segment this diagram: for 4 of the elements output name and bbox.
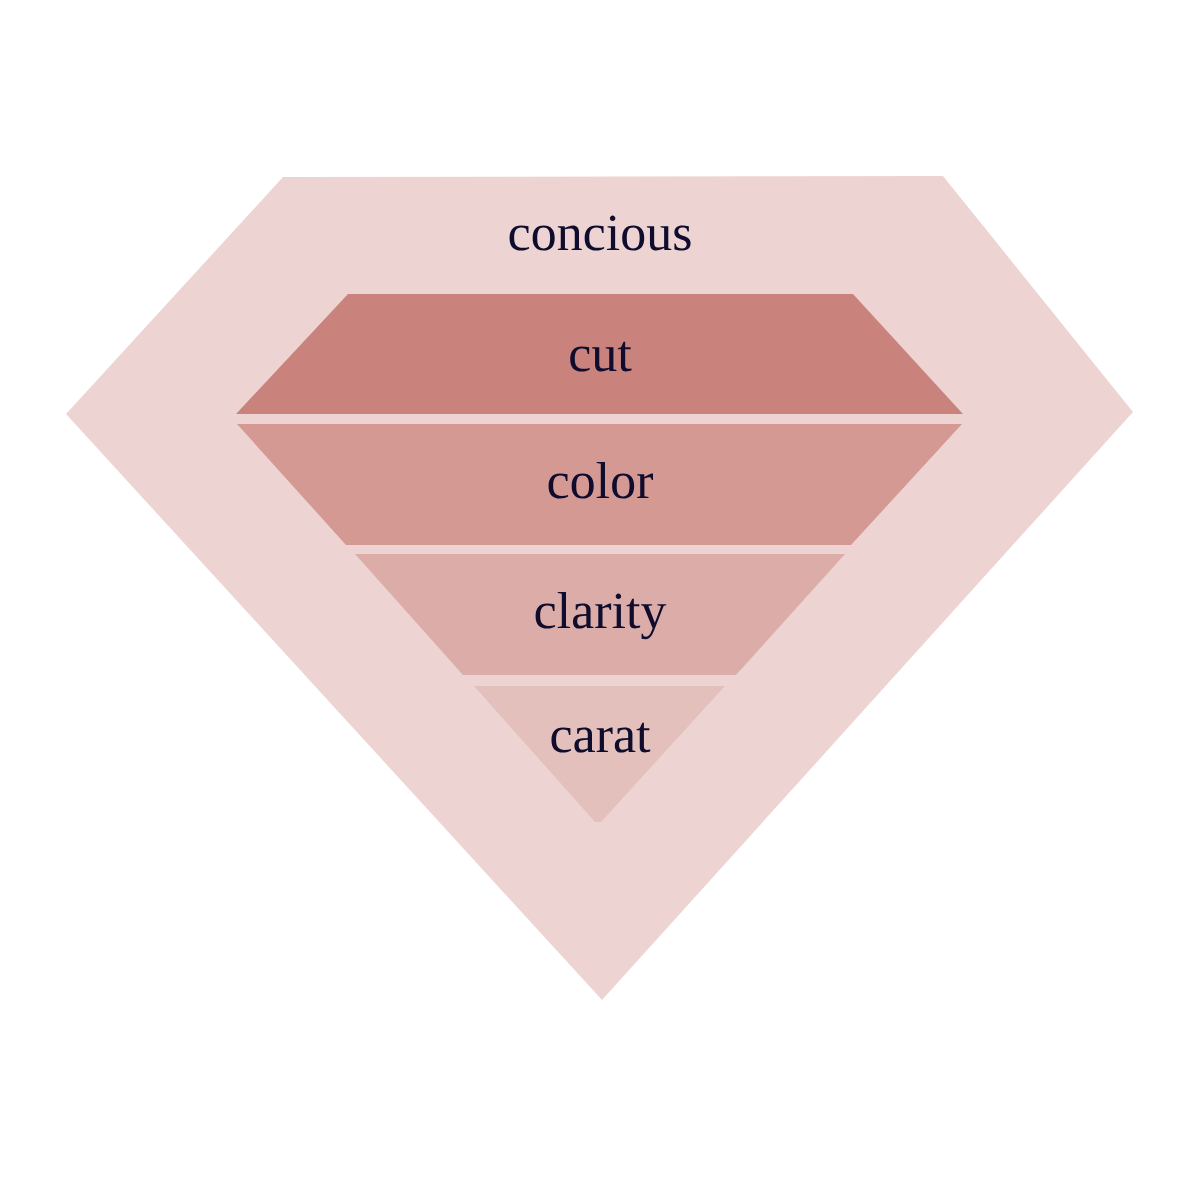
trapezoid-band: color	[237, 424, 962, 545]
trapezoid-band: clarity	[355, 554, 845, 675]
triangle-band: carat	[474, 686, 725, 822]
trapezoid-band: cut	[236, 294, 963, 414]
